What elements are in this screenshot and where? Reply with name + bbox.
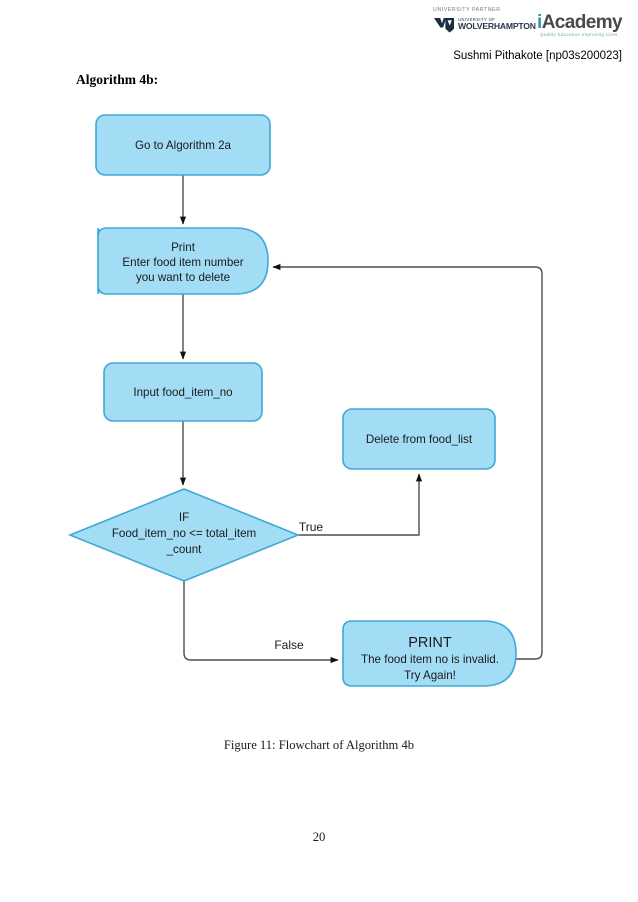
iacademy-logo: iAcademy Quality Education Improving Liv… bbox=[537, 6, 633, 42]
node-shape-display bbox=[342, 620, 517, 687]
algorithm-heading: Algorithm 4b: bbox=[76, 72, 159, 87]
wolverhampton-logo: UNIVERSITY PARTNER UNIVERSITY OF WOLVERH… bbox=[429, 6, 536, 42]
edge-invalid-loop-back bbox=[272, 263, 543, 660]
edge-label-true: True bbox=[299, 520, 324, 534]
university-name-label: WOLVERHAMPTON bbox=[458, 21, 536, 32]
iacademy-tagline: Quality Education Improving Lives bbox=[540, 32, 618, 37]
node-label-print-keyword: Print bbox=[171, 241, 196, 254]
node-decision-if: IF Food_item_no <= total_item _count bbox=[67, 488, 301, 582]
node-print-invalid: PRINT The food item no is invalid. Try A… bbox=[342, 620, 517, 687]
node-delete-from-food-list: Delete from food_list bbox=[342, 408, 496, 470]
node-print-prompt: Print Enter food item number you want to… bbox=[97, 227, 269, 295]
node-label-invalid-message: The food item no is invalid. bbox=[361, 653, 499, 666]
node-go-to-algorithm-2a: Go to Algorithm 2a bbox=[95, 114, 271, 176]
edge-false-to-invalid bbox=[183, 581, 339, 664]
edge-true-to-delete bbox=[298, 473, 423, 536]
node-label-print-line3: you want to delete bbox=[136, 271, 230, 284]
iacademy-wordmark: iAcademy bbox=[537, 12, 623, 34]
university-partner-label: UNIVERSITY PARTNER bbox=[433, 7, 501, 13]
flowchart-connectors bbox=[179, 175, 543, 664]
node-shape-diamond bbox=[67, 488, 301, 582]
node-label-go-to-algorithm-2a: Go to Algorithm 2a bbox=[135, 139, 232, 152]
student-name-id: Sushmi Pithakote [np03s200023] bbox=[453, 50, 622, 62]
node-shape-rounded-rect bbox=[95, 114, 271, 176]
iacademy-i-letter: i bbox=[537, 12, 542, 33]
node-input-food-item-no: Input food_item_no bbox=[103, 362, 263, 422]
node-label-if-condition: Food_item_no <= total_item bbox=[112, 527, 256, 540]
node-label-if-condition-cont: _count bbox=[166, 543, 203, 556]
node-shape-rounded-rect bbox=[103, 362, 263, 422]
node-label-delete-from-food-list: Delete from food_list bbox=[366, 433, 473, 446]
flowchart-figure: Go to Algorithm 2a Print Enter food item… bbox=[0, 100, 638, 720]
node-label-try-again: Try Again! bbox=[404, 669, 456, 682]
edge-label-false: False bbox=[274, 638, 304, 652]
page-number: 20 bbox=[312, 830, 326, 844]
flowchart-svg: Go to Algorithm 2a Print Enter food item… bbox=[67, 114, 543, 687]
iacademy-academy-letters: Academy bbox=[541, 12, 623, 33]
node-label-if-keyword: IF bbox=[179, 511, 189, 524]
node-label-input-food-item-no: Input food_item_no bbox=[133, 386, 232, 399]
node-label-print-line2: Enter food item number bbox=[122, 256, 243, 269]
wolverhampton-wordmark: UNIVERSITY OF WOLVERHAMPTON bbox=[458, 17, 536, 32]
figure-caption: Figure 11: Flowchart of Algorithm 4b bbox=[223, 738, 415, 752]
node-shape-rounded-rect bbox=[342, 408, 496, 470]
node-shape-display bbox=[97, 227, 269, 295]
header-logos: UNIVERSITY PARTNER UNIVERSITY OF WOLVERH… bbox=[428, 6, 633, 44]
wolverhampton-shield-icon bbox=[434, 18, 454, 33]
university-of-label: UNIVERSITY OF bbox=[458, 17, 496, 22]
node-label-print-keyword-invalid: PRINT bbox=[408, 635, 452, 651]
